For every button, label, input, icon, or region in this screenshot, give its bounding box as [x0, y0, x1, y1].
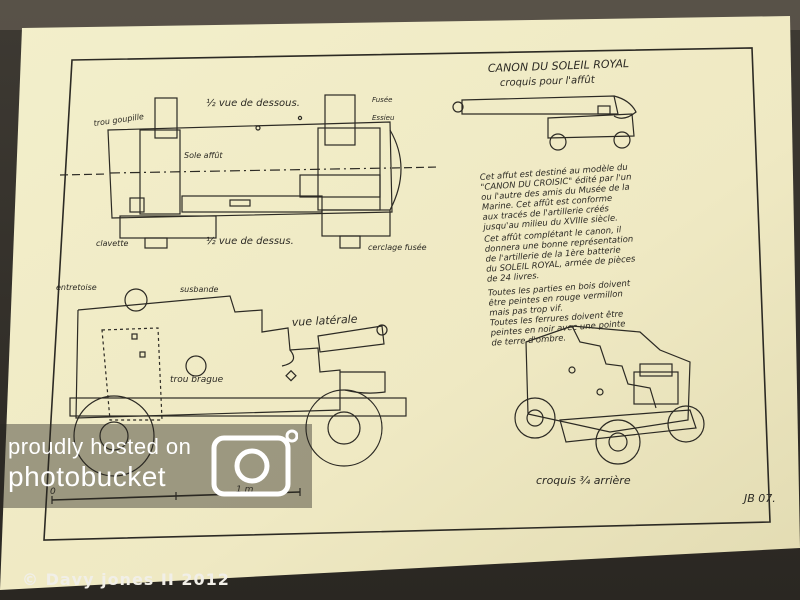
drawing-subtitle: croquis pour l'affût [500, 74, 596, 89]
cannon-elevation [452, 95, 637, 151]
side-view-label: vue latérale [291, 313, 358, 329]
drawing-title: CANON DU SOLEIL ROYAL [488, 57, 630, 75]
callout-clavette: clavette [96, 239, 128, 248]
callout-susbande: susbande [180, 285, 219, 294]
side-view [51, 288, 407, 504]
description-notes: Cet affut est destiné au modèle du "CANO… [479, 162, 636, 349]
rear-three-quarter-sketch [514, 325, 705, 465]
callout-trou-brague: trou brague [170, 375, 224, 385]
paper-sheet [0, 16, 800, 590]
scale-zero: 0 [50, 487, 56, 497]
scale-label: 1 m [236, 485, 254, 495]
note-line: de 24 livres. [487, 271, 540, 285]
watermark-line-1: proudly hosted on [8, 434, 192, 459]
camera-logo-icon [211, 429, 298, 497]
callout-fusee: Fusée [372, 96, 392, 104]
top-view-label-2: ½ vue de dessus. [206, 235, 294, 247]
copyright-caption: © Davy jones II 2012 [22, 570, 230, 589]
callout-sole-affut: Sole affût [184, 150, 223, 160]
signature: JB 07. [742, 492, 776, 505]
top-view-label: ½ vue de dessous. [206, 97, 300, 109]
callout-cerclage-fusee: cerclage fusée [368, 242, 427, 252]
callout-essieu: Essieu [372, 114, 395, 122]
callout-entretoise: entretoise [56, 283, 97, 292]
drawing-frame [43, 47, 771, 541]
rear-view-label: croquis ¾ arrière [536, 474, 631, 487]
watermark-line-2: photobucket [8, 461, 167, 492]
top-view [59, 94, 441, 249]
